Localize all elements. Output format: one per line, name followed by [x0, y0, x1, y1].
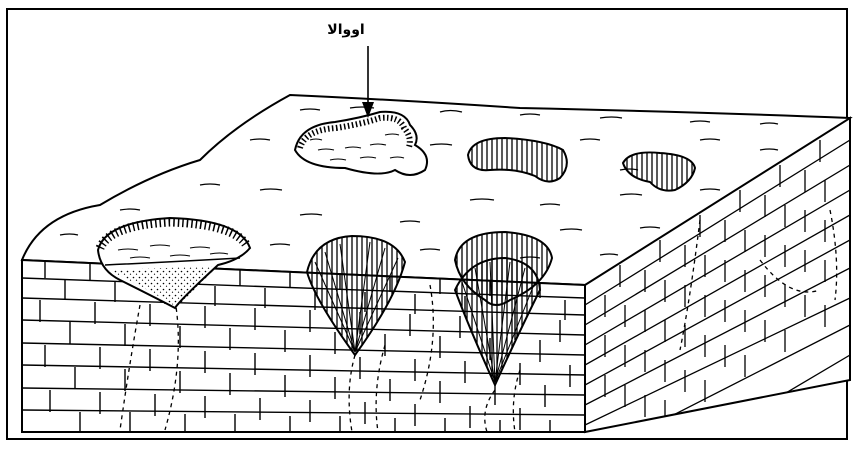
uvala-label: اووالا: [316, 22, 376, 38]
